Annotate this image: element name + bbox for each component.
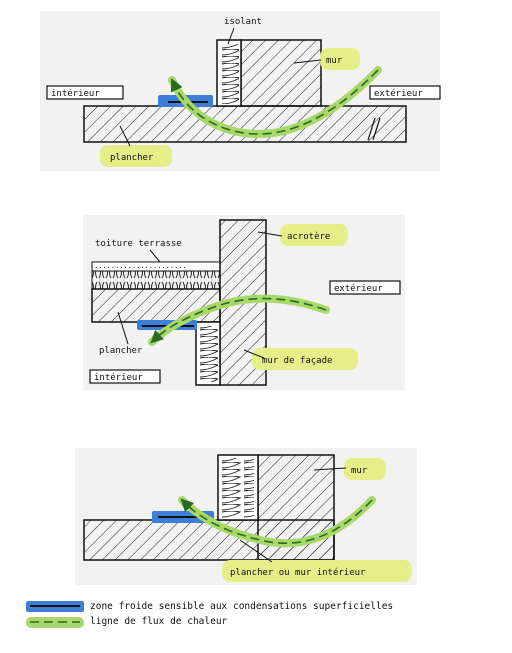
leader-toiture (149, 249, 161, 263)
label-plancher-2: plancher (99, 346, 143, 356)
inner-insulation-coils (198, 326, 218, 382)
leader-isolant (227, 27, 235, 45)
highlight-mur-3 (344, 458, 386, 480)
leader-mur-facade (243, 349, 265, 359)
label-interieur-2: intérieur (94, 372, 143, 383)
label-plancher-mur: plancher ou mur intérieur (230, 567, 366, 578)
box-exterieur (369, 85, 441, 100)
highlight-mur (320, 48, 360, 70)
label-exterieur: extérieur (374, 88, 423, 99)
highlight-plancher-mur (222, 560, 412, 582)
leader-plancher-mur (239, 539, 273, 563)
label-toiture: toiture terrasse (95, 239, 182, 249)
label-acrotere: acrotère (287, 231, 330, 242)
legend-cold-zone: zone froide sensible aux condensations s… (90, 601, 393, 612)
leader-plancher (119, 125, 131, 147)
heat-flow-line-3 (180, 498, 373, 544)
legend: zone froide sensible aux condensations s… (26, 601, 393, 628)
wall (240, 39, 322, 107)
label-interieur: intérieur (51, 88, 100, 99)
insulation-coils (219, 44, 239, 104)
box-interieur-2 (89, 369, 161, 384)
diagram-1: isolant mur intérieur extérieur plancher (40, 11, 441, 171)
diagram-2: ······················ toiture terrasse … (83, 215, 405, 390)
highlight-acrotere (280, 224, 348, 246)
label-plancher: plancher (110, 153, 154, 163)
leader-mur (293, 59, 322, 64)
leader-plancher-2 (117, 311, 129, 345)
roof-insulation (91, 270, 221, 290)
label-exterieur-2: extérieur (334, 283, 383, 294)
insulation-3-coils (222, 458, 254, 518)
heat-flow-line-2 (150, 297, 327, 344)
break-line (367, 117, 381, 141)
leader-acrotere (257, 231, 283, 237)
leader-mur-3 (313, 467, 347, 471)
slab (91, 288, 221, 323)
gravel-texture: ······················ (94, 264, 187, 272)
legend-heat-flow: ligne de flux de chaleur (90, 616, 228, 627)
box-interieur (46, 85, 124, 100)
highlight-plancher (100, 145, 172, 167)
label-isolant: isolant (224, 17, 262, 27)
label-mur-facade: mur de façade (262, 356, 332, 366)
highlight-mur-facade (252, 348, 358, 370)
heat-flow-line (170, 69, 379, 135)
label-mur: mur (326, 56, 343, 66)
box-exterieur-2 (329, 280, 401, 295)
legend-heat-swatch (26, 617, 84, 628)
diagram-3: mur plancher ou mur intérieur (75, 448, 417, 585)
label-mur-3: mur (351, 466, 368, 476)
